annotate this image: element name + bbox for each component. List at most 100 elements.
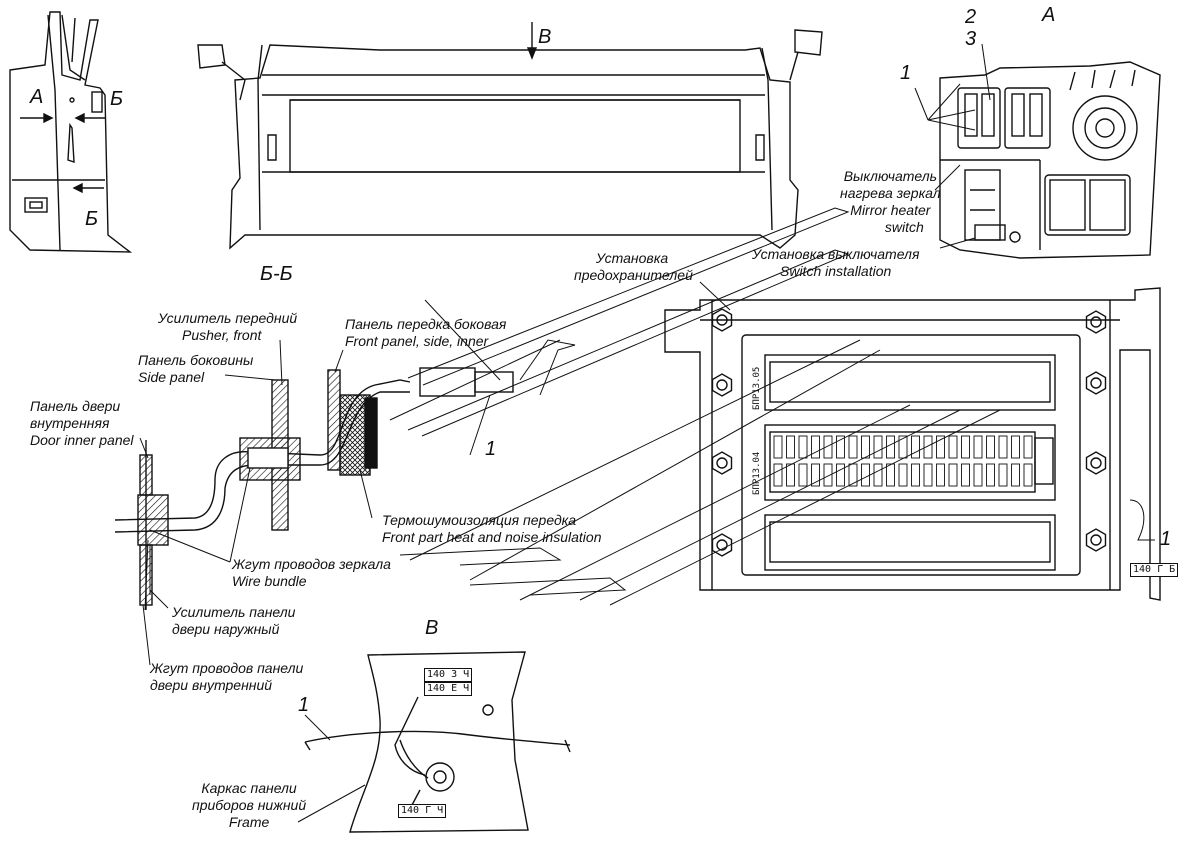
section-bb	[114, 367, 514, 611]
side-view	[9, 11, 133, 253]
fuse-slot	[786, 435, 795, 459]
heat-noise-insulation-label: Термошумоизоляция передка Front part hea…	[382, 512, 602, 545]
fuse-slot	[811, 435, 820, 459]
fuse-slot	[898, 463, 908, 487]
fuse-slot	[936, 463, 945, 487]
fuse-slot	[973, 463, 983, 487]
bolt-hole	[716, 457, 728, 469]
wire-tag-140-g6: 140 Г Б	[1130, 563, 1179, 577]
section-leaders	[139, 299, 501, 823]
callout-1-frame: 1	[298, 694, 310, 716]
bolt-hole	[1090, 457, 1102, 469]
callout-1-switch: 1	[900, 62, 912, 84]
fuse-slot	[1023, 463, 1033, 487]
fuse-slot	[848, 463, 858, 487]
door-panel-reinforcement-label: Усилитель панели двери наружный	[172, 604, 296, 637]
side-b-top-label: Б	[110, 88, 124, 110]
wire-tag-140-gch: 140 Г Ч	[398, 804, 447, 818]
bolt-hole	[1090, 534, 1102, 546]
top-view	[197, 22, 823, 250]
fuse-slot	[811, 463, 820, 487]
hex-bolt	[1085, 371, 1107, 395]
view-b-label: В	[538, 26, 552, 48]
fuse-slot	[961, 463, 970, 487]
fuse-slot	[898, 435, 908, 459]
hex-bolt	[1085, 451, 1107, 475]
bolt-hole	[716, 379, 728, 391]
fuse-slot	[961, 435, 970, 459]
fuse-slot	[1023, 435, 1033, 459]
switch-installation-label: Установка выключателя Switch installatio…	[752, 246, 920, 279]
door-wire-bundle-label: Жгут проводов панели двери внутренний	[150, 660, 304, 693]
fuse-slot	[923, 435, 933, 459]
fuse-slot	[798, 463, 808, 487]
section-bb-label: Б-Б	[260, 263, 293, 285]
fuse-slot	[823, 435, 833, 459]
door-inner-panel-label: Панель двери внутренняя Door inner panel	[30, 398, 134, 448]
callout-1-section: 1	[485, 438, 497, 460]
fuse-slot	[886, 463, 895, 487]
frame-label: Каркас панели приборов нижний Frame	[192, 780, 307, 830]
connector-leaders	[389, 207, 1001, 606]
wire-bundle-label: Жгут проводов зеркала Wire bundle	[232, 556, 391, 589]
bolt-hole	[1090, 316, 1102, 328]
fuse-slot	[923, 463, 933, 487]
fuse-slot	[786, 463, 795, 487]
wire-tag-140-ech: 140 Е Ч	[424, 682, 473, 696]
callout-3: 3	[965, 28, 977, 50]
fuse-slot	[848, 435, 858, 459]
fuse-slot	[911, 463, 920, 487]
hex-bolt	[1085, 310, 1107, 334]
mirror-heater-switch-label: Выключатель нагрева зеркал Mirror heater…	[840, 168, 941, 235]
detail-v	[304, 651, 571, 833]
fuse-slot	[998, 463, 1008, 487]
bolt-hole	[1090, 377, 1102, 389]
hex-bolt	[711, 533, 733, 557]
fuse-slot	[948, 463, 958, 487]
fuse-slot	[873, 435, 883, 459]
fuse-slot	[998, 435, 1008, 459]
view-a-label: А	[1042, 4, 1056, 26]
fuse-slot	[1011, 463, 1020, 487]
fuse-slot	[836, 435, 845, 459]
switch-leaders	[914, 43, 991, 249]
fuse-slot	[911, 435, 920, 459]
hex-bolt	[711, 373, 733, 397]
hex-bolt	[711, 308, 733, 332]
fuse-slot	[936, 435, 945, 459]
fuse-block-2-code: БПР13.04	[752, 451, 762, 495]
callout-1-fuse: 1	[1160, 528, 1172, 550]
fuse-slot	[986, 435, 995, 459]
pusher-front-label: Усилитель передний Pusher, front	[158, 310, 298, 343]
fuse-installation-label: Установка предохранителей	[574, 250, 693, 283]
side-panel-label: Панель боковины Side panel	[138, 352, 254, 385]
fuse-slot	[861, 435, 870, 459]
fuse-slot	[973, 435, 983, 459]
fuse-slot	[886, 435, 895, 459]
hex-bolt	[1085, 528, 1107, 552]
view-a-switch-panel	[939, 61, 1161, 259]
fuse-slot	[986, 463, 995, 487]
bolt-hole	[716, 539, 728, 551]
fuse-slot	[1011, 435, 1020, 459]
detail-v-label: В	[425, 617, 439, 639]
fuse-slot	[823, 463, 833, 487]
front-panel-side-inner-label: Панель передка боковая Front panel, side…	[345, 316, 507, 349]
fuse-slot	[773, 463, 783, 487]
side-b-bottom-label: Б	[85, 208, 99, 230]
hex-bolt	[711, 451, 733, 475]
bolt-hole	[716, 314, 728, 326]
fuse-slot	[948, 435, 958, 459]
callout-2: 2	[965, 6, 977, 28]
fuse-slot	[773, 435, 783, 459]
fuse-slot	[798, 435, 808, 459]
side-a-label: А	[30, 86, 44, 108]
fuse-block	[664, 281, 1161, 601]
wire-tag-140-3ch: 140 З Ч	[424, 668, 473, 682]
fuse-slot	[873, 463, 883, 487]
fuse-block-1-code: БПР13.05	[752, 366, 762, 410]
fuse-slot	[836, 463, 845, 487]
fuse-slot	[861, 463, 870, 487]
